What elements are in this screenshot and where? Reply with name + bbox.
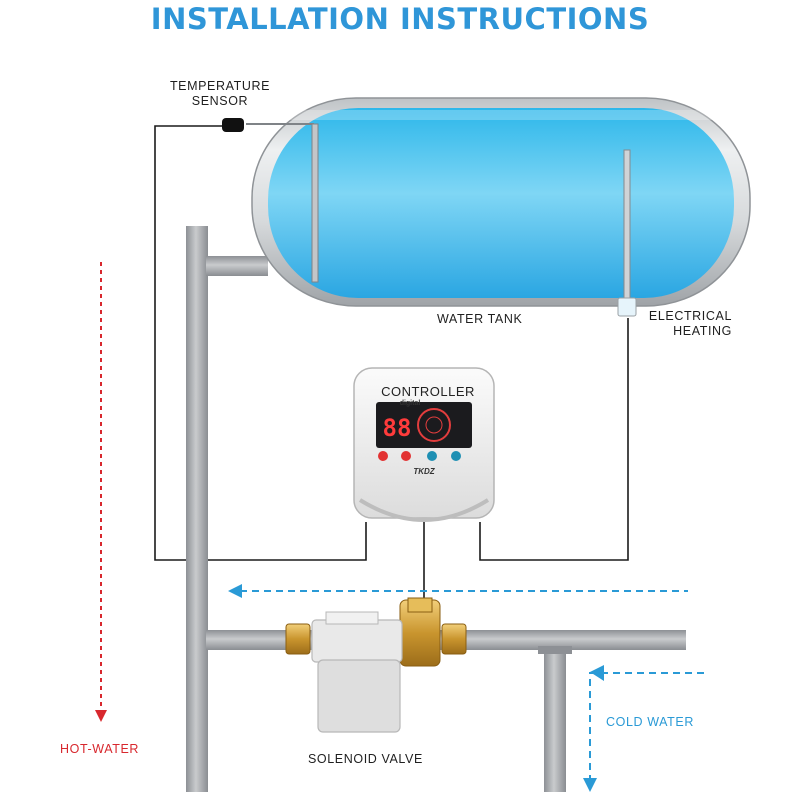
controller-button-red-2[interactable] bbox=[401, 451, 411, 461]
controller-display-panel bbox=[376, 402, 472, 448]
temperature-sensor bbox=[222, 118, 319, 283]
controller-button-teal-1[interactable] bbox=[427, 451, 437, 461]
water-tank bbox=[251, 97, 751, 307]
sensor-wire bbox=[154, 125, 367, 561]
tank-outlet-pipe bbox=[206, 256, 268, 276]
hot-water-label: HOT-WATER bbox=[60, 742, 140, 756]
controller-label: CONTROLLER bbox=[381, 384, 475, 399]
controller-button-teal-2[interactable] bbox=[451, 451, 461, 461]
cold-water-flow-arrows bbox=[228, 584, 704, 792]
controller-sub-label: digital bbox=[400, 400, 421, 407]
tee-fitting bbox=[538, 646, 572, 654]
solenoid-valve-label: SOLENOID VALVE bbox=[308, 752, 423, 766]
water-tank-label: WATER TANK bbox=[437, 312, 523, 326]
electrical-heating-element bbox=[617, 149, 637, 317]
controller-unit bbox=[353, 367, 495, 522]
electrical-heating-label: ELECTRICAL HEATING bbox=[648, 309, 732, 338]
controller-button-red-1[interactable] bbox=[378, 451, 388, 461]
controller-brand: TKDZ bbox=[413, 467, 435, 476]
cold-water-pipe bbox=[544, 648, 566, 792]
page-title: INSTALLATION INSTRUCTIONS bbox=[150, 2, 650, 36]
hot-water-pipe bbox=[186, 226, 208, 792]
controller-display-digits: 88 bbox=[383, 414, 412, 442]
temperature-sensor-label: TEMPERATURE SENSOR bbox=[169, 79, 271, 108]
cold-water-label: COLD WATER bbox=[606, 715, 694, 729]
solenoid-valve bbox=[285, 597, 467, 733]
heating-wire bbox=[479, 318, 629, 561]
